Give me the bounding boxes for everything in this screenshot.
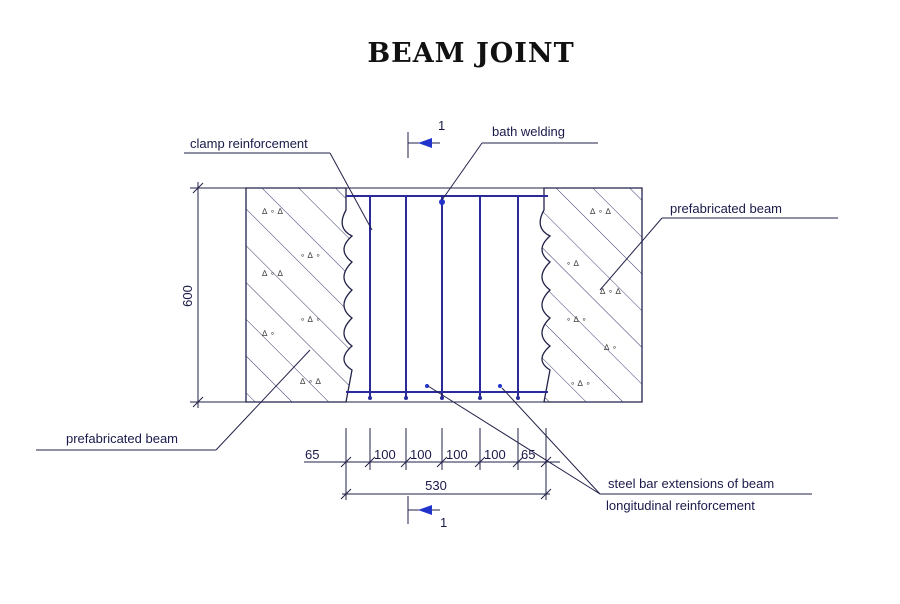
- svg-text:∘ ∆ ∘: ∘ ∆ ∘: [570, 379, 590, 388]
- section-mark-top: 1: [407, 118, 445, 158]
- dim-total: 530: [425, 478, 447, 493]
- svg-text:∆ ∘: ∆ ∘: [261, 329, 275, 338]
- svg-text:∆ ∘ ∆: ∆ ∘ ∆: [261, 207, 283, 216]
- leader-bath-welding: bath welding: [441, 124, 598, 201]
- section-mark-top-label: 1: [438, 118, 445, 133]
- dim-spacing-3: 100: [446, 447, 468, 462]
- longitudinal-bars: [346, 187, 548, 403]
- left-beam-section: ∆ ∘ ∆ ∘ ∆ ∘ ∆ ∘ ∆ ∘ ∆ ∘ ∆ ∘ ∆ ∘ ∆: [245, 187, 354, 403]
- label-steel-bar-extensions: steel bar extensions of beam: [608, 476, 774, 491]
- svg-text:∆ ∘ ∆: ∆ ∘ ∆: [261, 269, 283, 278]
- right-beam-section: ∆ ∘ ∆ ∘ ∆ ∆ ∘ ∆ ∘ ∆ ∘ ∆ ∘ ∘ ∆ ∘: [539, 187, 643, 403]
- svg-text:∆ ∘: ∆ ∘: [603, 343, 617, 352]
- label-bath-welding: bath welding: [492, 124, 565, 139]
- label-clamp-reinforcement: clamp reinforcement: [190, 136, 308, 151]
- dim-spacing-4: 100: [484, 447, 506, 462]
- svg-text:∆ ∘ ∆: ∆ ∘ ∆: [599, 287, 621, 296]
- dim-left-edge: 65: [305, 447, 319, 462]
- dim-spacing-1: 100: [374, 447, 396, 462]
- height-dimension: 600: [180, 182, 246, 408]
- svg-text:∘ ∆ ∘: ∘ ∆ ∘: [566, 315, 586, 324]
- svg-text:∘ ∆ ∘: ∘ ∆ ∘: [300, 251, 320, 260]
- width-dimensions: 65 100 100 100 100 65 530: [304, 428, 560, 500]
- svg-text:∆ ∘ ∆: ∆ ∘ ∆: [299, 377, 321, 386]
- leader-steel-extension: steel bar extensions of beam longitudina…: [427, 385, 812, 513]
- svg-text:∘ ∆: ∘ ∆: [566, 259, 580, 268]
- leader-clamp: clamp reinforcement: [184, 136, 373, 231]
- drawing-title: BEAM JOINT: [367, 38, 574, 69]
- svg-text:∘ ∆ ∘: ∘ ∆ ∘: [300, 315, 320, 324]
- height-dimension-value: 600: [180, 285, 195, 307]
- leader-prefab-right: prefabricated beam: [599, 201, 838, 291]
- label-longitudinal-reinforcement: longitudinal reinforcement: [606, 498, 755, 513]
- leader-prefab-left: prefabricated beam: [36, 349, 311, 451]
- label-prefabricated-beam-right: prefabricated beam: [670, 201, 782, 216]
- clamp-reinforcement-bars: [368, 196, 520, 400]
- dim-spacing-2: 100: [410, 447, 432, 462]
- section-mark-bottom: 1: [407, 496, 447, 530]
- label-prefabricated-beam-left: prefabricated beam: [66, 431, 178, 446]
- section-mark-bottom-label: 1: [440, 515, 447, 530]
- svg-text:∆ ∘ ∆: ∆ ∘ ∆: [589, 207, 611, 216]
